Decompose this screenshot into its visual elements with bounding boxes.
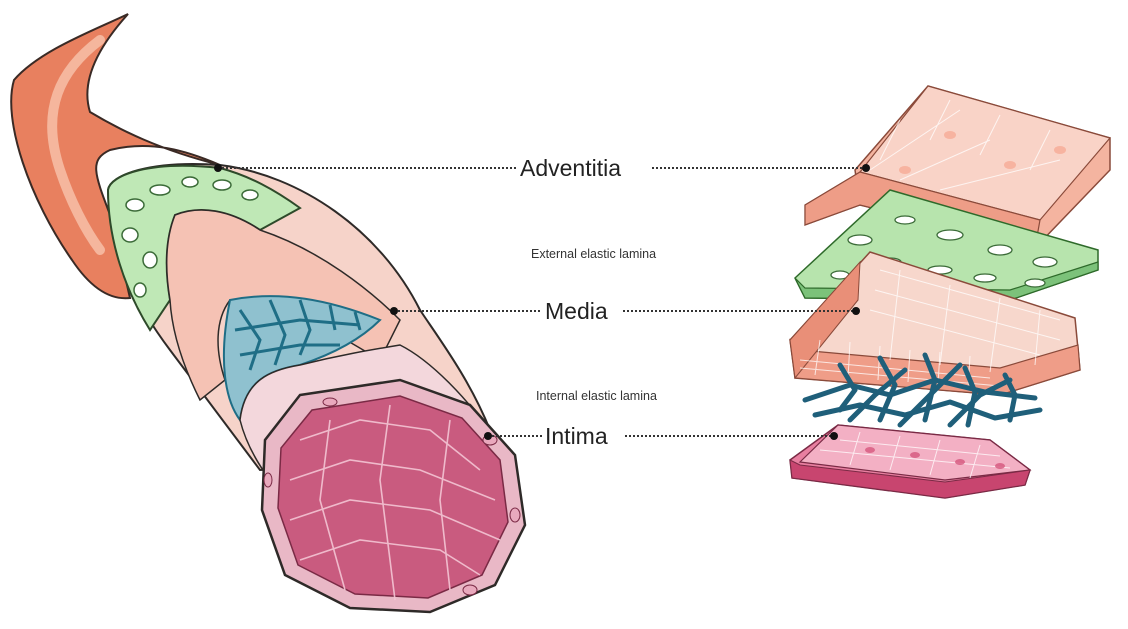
media-pointer-right [852,307,860,315]
label-intima: Intima [545,423,608,449]
label-adventitia: Adventitia [520,155,621,181]
artery-illustration [11,14,525,612]
adventitia-pointer-right [862,164,870,172]
label-external-elastic-lamina: External elastic lamina [531,247,656,261]
exploded-layers [790,86,1110,498]
media-pointer-left [390,307,398,315]
adventitia-pointer-left [214,164,222,172]
intima-pointer-left [484,432,492,440]
intima-pointer-right [830,432,838,440]
labels: Adventitia External elastic lamina Media… [520,155,657,449]
label-media: Media [545,298,608,324]
label-internal-elastic-lamina: Internal elastic lamina [536,389,657,403]
